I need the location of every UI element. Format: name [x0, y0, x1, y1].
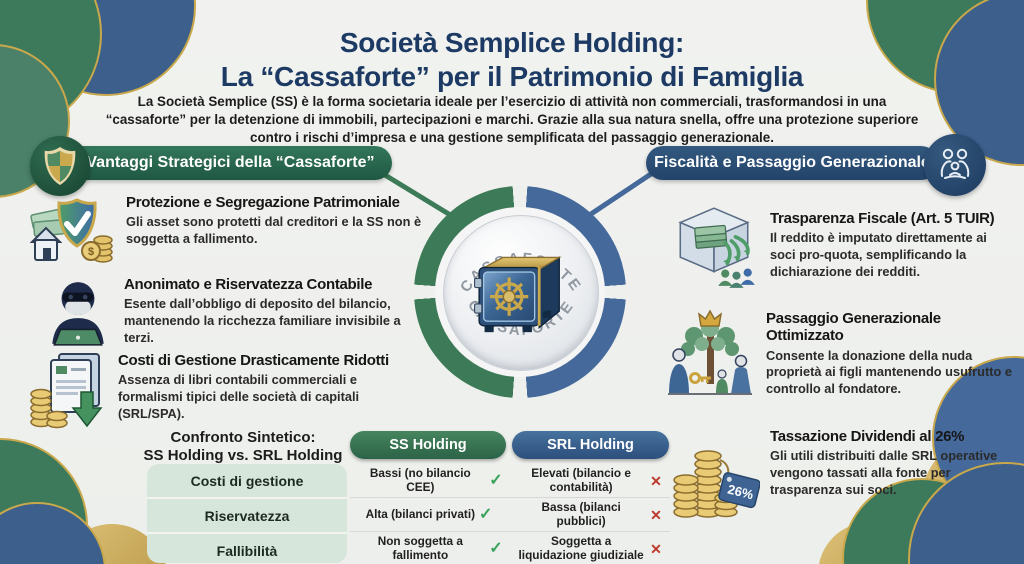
comparison-title: Confronto Sintetico: SS Holding vs. SRL … [138, 429, 348, 464]
item-title: Costi di Gestione Drasticamente Ridotti [118, 352, 389, 369]
cost-reduction-icon [30, 353, 103, 429]
benefit-item-tassazione: 26% Tassazione Dividendi al 26% Gli util… [668, 424, 1020, 520]
shield-badge [30, 136, 90, 196]
anonymous-person-icon [52, 282, 104, 346]
srl-value-cell: Elevati (bilancio e contabilità) ✕ [508, 466, 670, 494]
item-body: Gli utili distribuiti dalle SRL operativ… [770, 448, 998, 497]
ss-holding-column-header: SS Holding [350, 431, 506, 459]
benefit-item-passaggio: Passaggio Generazionale Ottimizzato Cons… [664, 306, 1020, 398]
benefit-item-costi: Costi di Gestione Drasticamente Ridotti … [28, 352, 422, 430]
check-icon: ✓ [479, 505, 493, 523]
item-title: Protezione e Segregazione Patrimoniale [126, 194, 400, 211]
item-body: Esente dall’obbligo di deposito del bila… [124, 296, 401, 345]
vantaggi-section-header: I Vantaggi Strategici della “Cassaforte” [60, 146, 392, 180]
fiscal-transparency-icon [678, 207, 755, 288]
cassaforte-medallion: CASSAFORTE CASSAFORTE [443, 215, 599, 371]
comparison-values: Bassi (no bilancio CEE) ✓ Elevati (bilan… [350, 464, 670, 564]
comparison-row-label: Riservatezza [147, 497, 347, 532]
item-title: Trasparenza Fiscale (Art. 5 TUIR) [770, 210, 995, 227]
svg-text:$: $ [88, 246, 94, 258]
shield-icon [44, 147, 76, 185]
ss-value-cell: Non soggetta a fallimento ✓ [350, 534, 508, 562]
vantaggi-header-label: I Vantaggi Strategici della “Cassaforte” [77, 154, 375, 171]
asset-protection-icon: $ [30, 198, 113, 263]
item-body: Assenza di libri contabili commerciali e… [118, 372, 360, 421]
srl-value-cell: Soggetta a liquidazione giudiziale ✕ [508, 534, 670, 562]
ss-value: Non soggetta a fallimento [377, 534, 463, 562]
item-title: Anonimato e Riservatezza Contabile [124, 276, 373, 293]
item-body: Il reddito è imputato direttamente ai so… [770, 230, 987, 279]
page-title-line2: La “Cassaforte” per il Patrimonio di Fam… [220, 60, 804, 92]
generational-transfer-icon [668, 309, 752, 395]
ss-value-cell: Bassi (no bilancio CEE) ✓ [350, 466, 508, 494]
comparison-row-label: Costi di gestione [190, 472, 304, 489]
comparison-row-labels: Costi di gestione Riservatezza Fallibili… [147, 464, 347, 563]
dividend-tax-icon: 26% [673, 450, 760, 518]
item-title: Passaggio Generazionale Ottimizzato [766, 310, 941, 345]
ss-value-cell: Alta (bilanci privati) ✓ [350, 505, 508, 523]
ss-holding-label: SS Holding [389, 437, 467, 453]
comparison-row-label: Fallibilità [147, 532, 347, 564]
family-icon [940, 148, 970, 179]
tag-label: 26% [726, 482, 755, 503]
page-title: Società Semplice Holding: La “Cassaforte… [0, 26, 1024, 94]
benefit-item-trasparenza: Trasparenza Fiscale (Art. 5 TUIR) Il red… [668, 198, 1020, 292]
srl-value: Soggetta a liquidazione giudiziale [518, 534, 644, 562]
intro-text: La Società Semplice (SS) è la forma soci… [105, 94, 919, 145]
srl-value: Bassa (bilanci pubblici) [541, 500, 621, 528]
item-body: Gli asset sono protetti dal creditori e … [126, 214, 422, 246]
cross-icon: ✕ [650, 472, 662, 489]
family-badge [924, 134, 986, 196]
table-row: Bassi (no bilancio CEE) ✓ Elevati (bilan… [350, 464, 670, 497]
benefit-item-anonimato: Anonimato e Riservatezza Contabile Esent… [42, 276, 422, 350]
srl-value: Elevati (bilancio e contabilità) [531, 466, 631, 494]
item-title: Tassazione Dividendi al 26% [770, 428, 965, 445]
item-body: Consente la donazione della nuda proprie… [766, 347, 1012, 396]
srl-value-cell: Bassa (bilanci pubblici) ✕ [508, 500, 670, 528]
ss-value: Bassi (no bilancio CEE) [369, 466, 471, 494]
check-icon: ✓ [489, 539, 503, 557]
srl-holding-label: SRL Holding [547, 437, 634, 453]
page-title-line1: Società Semplice Holding: [339, 26, 685, 58]
table-row: Non soggetta a fallimento ✓ Soggetta a l… [350, 531, 670, 564]
fiscalita-section-header: Fiscalità e Passaggio Generazionale [646, 146, 938, 180]
comparison-title-line2: SS Holding vs. SRL Holding [143, 446, 343, 464]
center-safe-ring: CASSAFORTE CASSAFORTE [414, 186, 626, 398]
table-row: Alta (bilanci privati) ✓ Bassa (bilanci … [350, 497, 670, 531]
ss-value: Alta (bilanci privati) [365, 506, 476, 521]
srl-holding-column-header: SRL Holding [512, 431, 669, 459]
comparison-title-line1: Confronto Sintetico: [170, 429, 316, 446]
cross-icon: ✕ [650, 506, 662, 523]
safe-icon [474, 256, 562, 333]
check-icon: ✓ [489, 471, 503, 489]
benefit-item-protezione: $ Protezione e Segregazione Patrimoniale… [30, 194, 422, 266]
cross-icon: ✕ [650, 540, 662, 557]
fiscalita-header-label: Fiscalità e Passaggio Generazionale [654, 154, 930, 171]
